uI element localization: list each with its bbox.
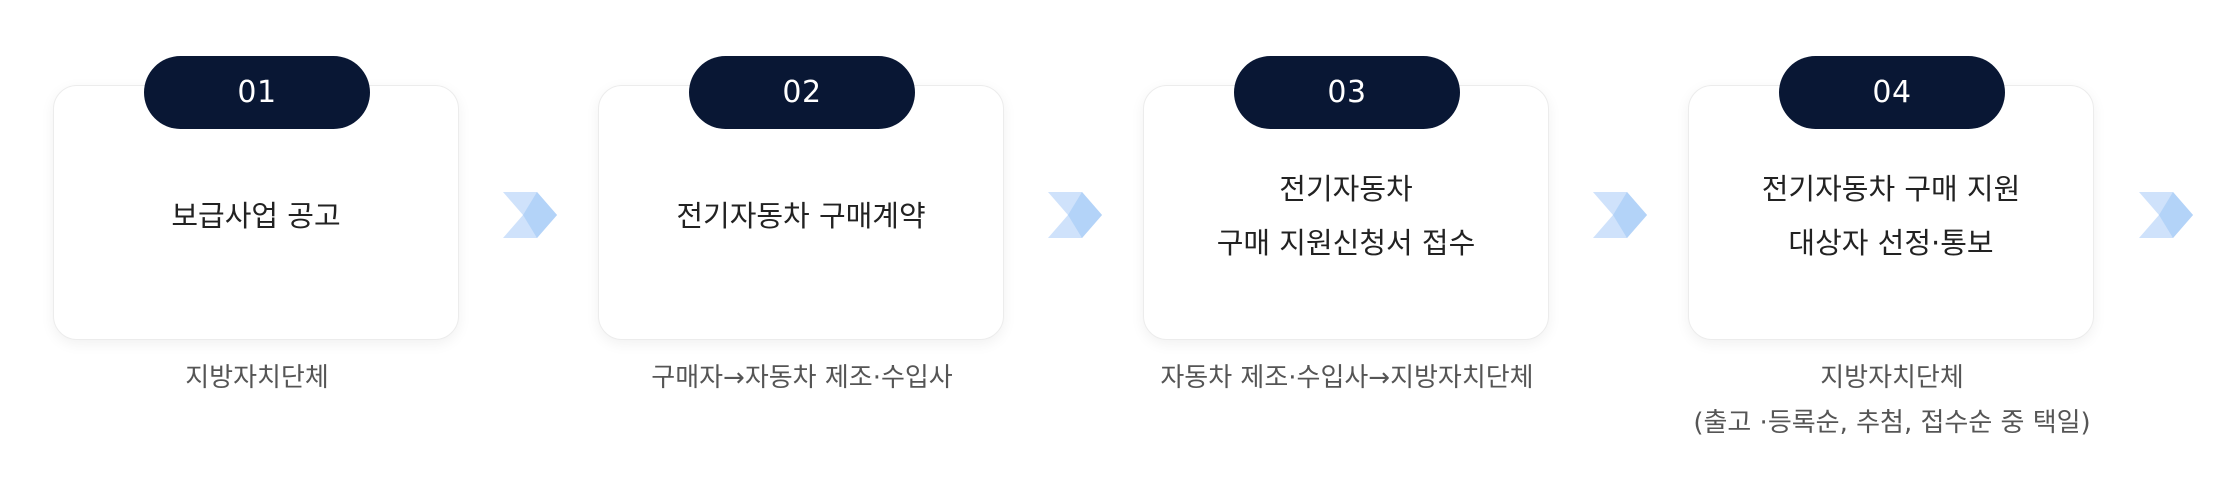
step-number-badge: 01: [144, 56, 370, 129]
step-title: 보급사업 공고: [171, 189, 340, 243]
step-caption: 지방자치단체: [13, 356, 501, 401]
step-title-line: 대상자 선정·통보: [1788, 225, 1994, 260]
step-title-line: 구매 지원신청서 접수: [1216, 225, 1476, 260]
step-caption-line: 지방자치단체: [185, 363, 329, 393]
step-title-line: 전기자동차 구매 지원: [1761, 171, 2021, 206]
step-title: 전기자동차 구매계약: [676, 189, 925, 243]
arrow-icon: [1593, 192, 1647, 238]
step-card: 보급사업 공고: [53, 85, 459, 340]
step-caption: 자동차 제조·수입사→지방자치단체: [1103, 356, 1591, 401]
step-title-line: 전기자동차 구매계약: [676, 198, 926, 233]
step-caption-line: 구매자→자동차 제조·수입사: [651, 363, 953, 393]
step-caption: 구매자→자동차 제조·수입사: [558, 356, 1046, 401]
step-number-badge: 02: [689, 56, 915, 129]
step-caption-line: (출고 ·등록순, 추첨, 접수순 중 택일): [1693, 408, 2091, 438]
step-number-badge: 04: [1779, 56, 2005, 129]
step-title: 전기자동차 구매 지원 대상자 선정·통보: [1762, 162, 2021, 270]
step-title: 전기자동차 구매 지원신청서 접수: [1217, 162, 1476, 270]
step-caption: 지방자치단체 (출고 ·등록순, 추첨, 접수순 중 택일): [1648, 356, 2136, 446]
arrow-icon: [503, 192, 557, 238]
step-caption-line: 자동차 제조·수입사→지방자치단체: [1160, 363, 1534, 393]
arrow-icon: [1048, 192, 1102, 238]
step-number-badge: 03: [1234, 56, 1460, 129]
step-caption-line: 지방자치단체: [1820, 363, 1964, 393]
arrow-icon: [2139, 192, 2193, 238]
step-title-line: 전기자동차: [1279, 171, 1413, 206]
step-title-line: 보급사업 공고: [171, 198, 341, 233]
